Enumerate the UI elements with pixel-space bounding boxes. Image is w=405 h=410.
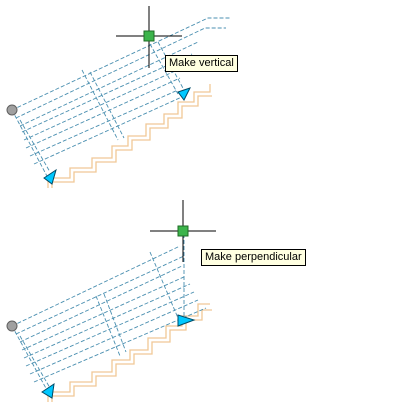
stair-profile <box>47 84 212 188</box>
railing-lines <box>11 17 230 179</box>
arrow-grip-icon[interactable] <box>177 87 191 101</box>
railing-lines <box>11 234 207 393</box>
square-grip-icon[interactable] <box>177 225 189 237</box>
panel-make-perpendicular <box>6 200 216 402</box>
end-grip-icon[interactable] <box>6 320 18 332</box>
end-grip-icon[interactable] <box>6 104 18 116</box>
tooltip-make-perpendicular: Make perpendicular <box>201 249 306 266</box>
arrow-grip-icon[interactable] <box>41 382 55 399</box>
arrow-grip-icon[interactable] <box>43 168 57 185</box>
arrow-grip-icon[interactable] <box>177 314 196 327</box>
square-grip-icon[interactable] <box>143 30 155 42</box>
panel-make-vertical <box>6 6 230 188</box>
tooltip-make-vertical: Make vertical <box>165 55 238 72</box>
